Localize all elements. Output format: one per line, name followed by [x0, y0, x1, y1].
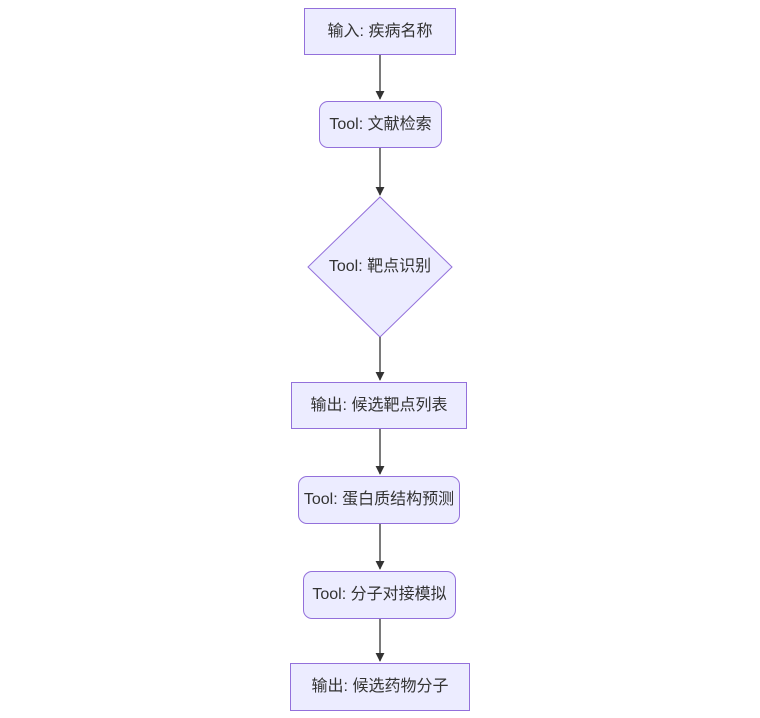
node-tool-protein-structure-prediction: Tool: 蛋白质结构预测 — [298, 476, 460, 524]
node-input-disease-name: 输入: 疾病名称 — [304, 8, 456, 55]
node-output-candidate-target-list: 输出: 候选靶点列表 — [291, 382, 467, 429]
node-output-candidate-drug-molecules: 输出: 候选药物分子 — [290, 663, 470, 711]
node-tool-target-identification: Tool: 靶点识别 — [328, 258, 432, 276]
node-tool-literature-search: Tool: 文献检索 — [319, 101, 442, 148]
node-tool-molecular-docking-simulation: Tool: 分子对接模拟 — [303, 571, 456, 619]
